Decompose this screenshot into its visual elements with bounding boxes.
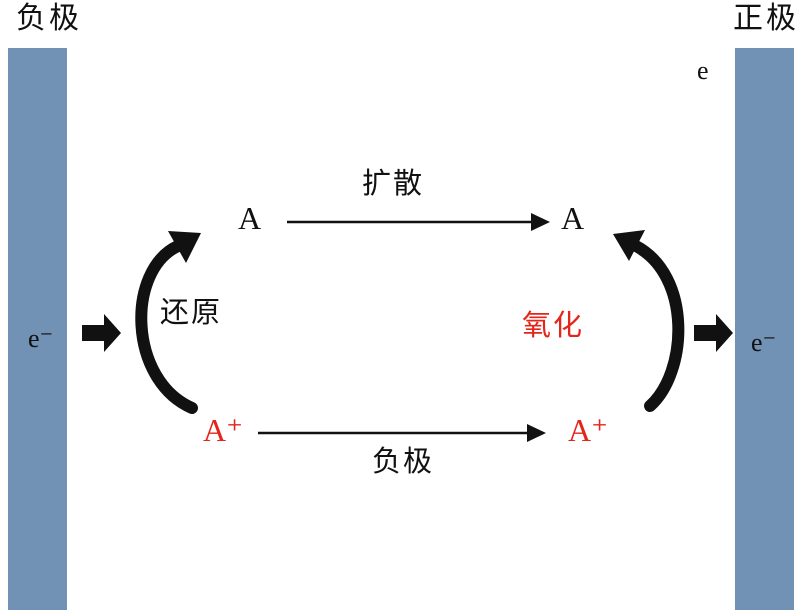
oxidation-curved-arrow	[613, 230, 685, 412]
diffusion-arrow	[287, 213, 550, 231]
electron-right-label: e⁻	[751, 328, 777, 357]
reduction-label: 还原	[160, 297, 223, 329]
species-a-top-right: A	[561, 200, 585, 236]
electron-top-right-label: e	[697, 56, 709, 85]
bottom-transport-arrow	[258, 424, 546, 442]
electron-flow-arrow-left	[82, 314, 121, 352]
species-a-plus-right: A⁺	[568, 412, 608, 448]
electron-left-label: e⁻	[28, 324, 54, 353]
oxidation-label: 氧化	[522, 310, 585, 342]
negative-electrode-bar	[8, 48, 67, 610]
species-a-top-left: A	[238, 200, 262, 236]
positive-electrode-label: 正极	[733, 2, 799, 35]
positive-electrode-bar	[735, 48, 794, 610]
species-a-plus-left: A⁺	[203, 412, 243, 448]
negative-electrode-label: 负极	[16, 2, 82, 35]
bottom-arrow-label: 负极	[372, 446, 435, 478]
electron-flow-arrow-right	[694, 314, 733, 352]
diffusion-label: 扩散	[362, 168, 425, 200]
